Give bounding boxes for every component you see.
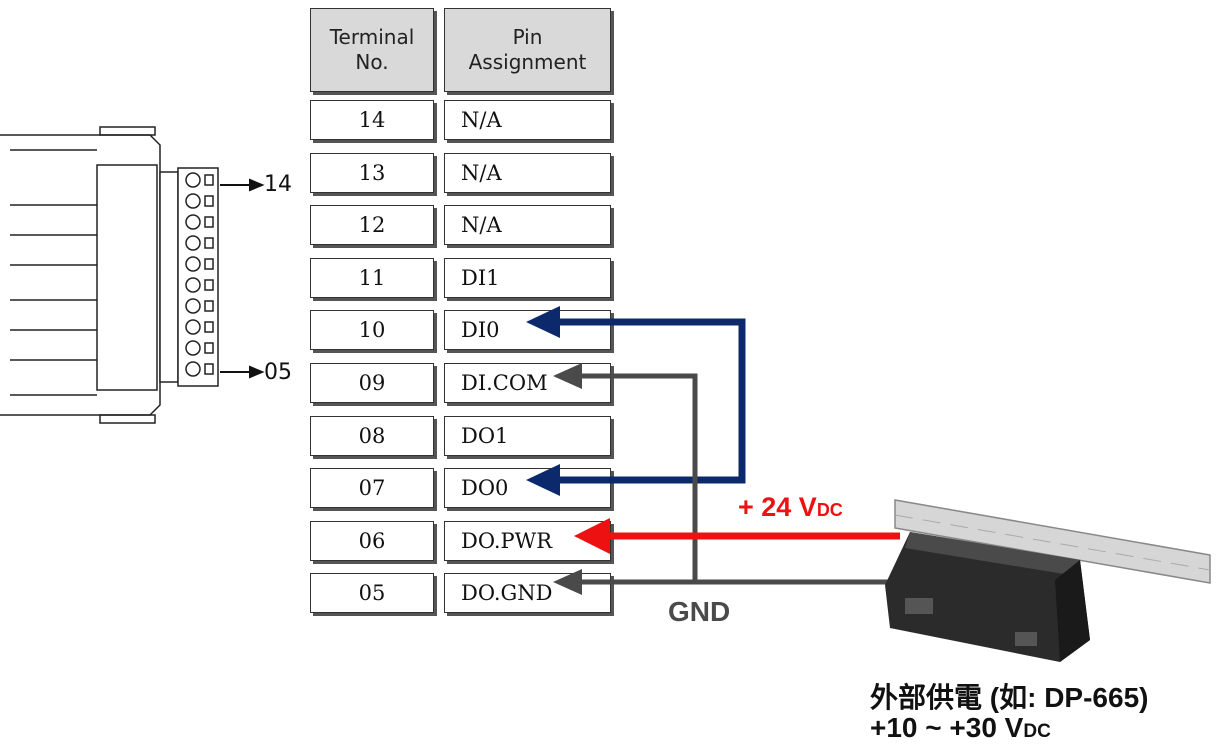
connector-module xyxy=(0,126,219,424)
pin-hole xyxy=(185,214,201,230)
pin-screw xyxy=(204,279,214,291)
pin-cell: DI0 xyxy=(444,310,611,350)
pin-cell: DO1 xyxy=(444,416,611,456)
connector-label-bottom: 05 xyxy=(264,360,292,385)
pin-hole xyxy=(185,172,201,188)
terminal-cell: 09 xyxy=(310,363,434,403)
power-supply-name: 外部供電 (如: DP-665) xyxy=(870,682,1149,713)
pin-header: Pin Assignment xyxy=(444,8,611,92)
terminal-header: Terminal No. xyxy=(310,8,434,92)
pin-hole xyxy=(185,361,201,377)
connector-pins xyxy=(185,172,214,377)
pin-screw xyxy=(204,342,214,354)
pin-cell: DO.PWR xyxy=(444,521,611,561)
pin-cell: N/A xyxy=(444,100,611,140)
terminal-cell: 05 xyxy=(310,573,434,613)
terminal-cell: 10 xyxy=(310,310,434,350)
gnd-label: GND xyxy=(668,596,731,627)
terminal-cell: 14 xyxy=(310,100,434,140)
connector-label-top: 14 xyxy=(264,172,292,197)
pin-header-label: Pin Assignment xyxy=(468,25,587,74)
power-supply-range-sub: DC xyxy=(1023,721,1051,742)
voltage-label-sub: DC xyxy=(816,500,843,520)
power-supply-device xyxy=(885,499,1211,662)
pin-screw xyxy=(204,237,214,249)
terminal-cell: 12 xyxy=(310,205,434,245)
pin-hole xyxy=(185,298,201,314)
pin-screw xyxy=(204,174,214,186)
voltage-label-main: + 24 V xyxy=(738,492,817,522)
pin-hole xyxy=(185,193,201,209)
voltage-label: + 24 VDC xyxy=(738,492,843,523)
pin-cell: DO0 xyxy=(444,468,611,508)
pin-cell: DI1 xyxy=(444,258,611,298)
pin-screw xyxy=(204,300,214,312)
terminal-cell: 13 xyxy=(310,153,434,193)
gnd-wire xyxy=(553,363,895,595)
terminal-cell: 06 xyxy=(310,521,434,561)
pin-cell: N/A xyxy=(444,153,611,193)
di-wire xyxy=(526,306,746,496)
pin-screw xyxy=(204,258,214,270)
pin-screw xyxy=(204,321,214,333)
pin-cell: N/A xyxy=(444,205,611,245)
pin-screw xyxy=(204,363,214,375)
terminal-header-label: Terminal No. xyxy=(329,25,415,74)
pin-screw xyxy=(204,216,214,228)
pin-screw xyxy=(204,195,214,207)
power-supply-range: +10 ~ +30 VDC xyxy=(870,712,1051,744)
terminal-cell: 08 xyxy=(310,416,434,456)
pin-hole xyxy=(185,277,201,293)
pin-cell: DI.COM xyxy=(444,363,611,403)
power-supply-range-main: +10 ~ +30 V xyxy=(870,712,1024,743)
connector-leaders xyxy=(220,178,265,379)
pin-hole xyxy=(185,235,201,251)
pin-hole xyxy=(185,340,201,356)
pin-hole xyxy=(185,256,201,272)
pin-hole xyxy=(185,319,201,335)
terminal-cell: 11 xyxy=(310,258,434,298)
power-wire xyxy=(574,518,900,554)
terminal-cell: 07 xyxy=(310,468,434,508)
